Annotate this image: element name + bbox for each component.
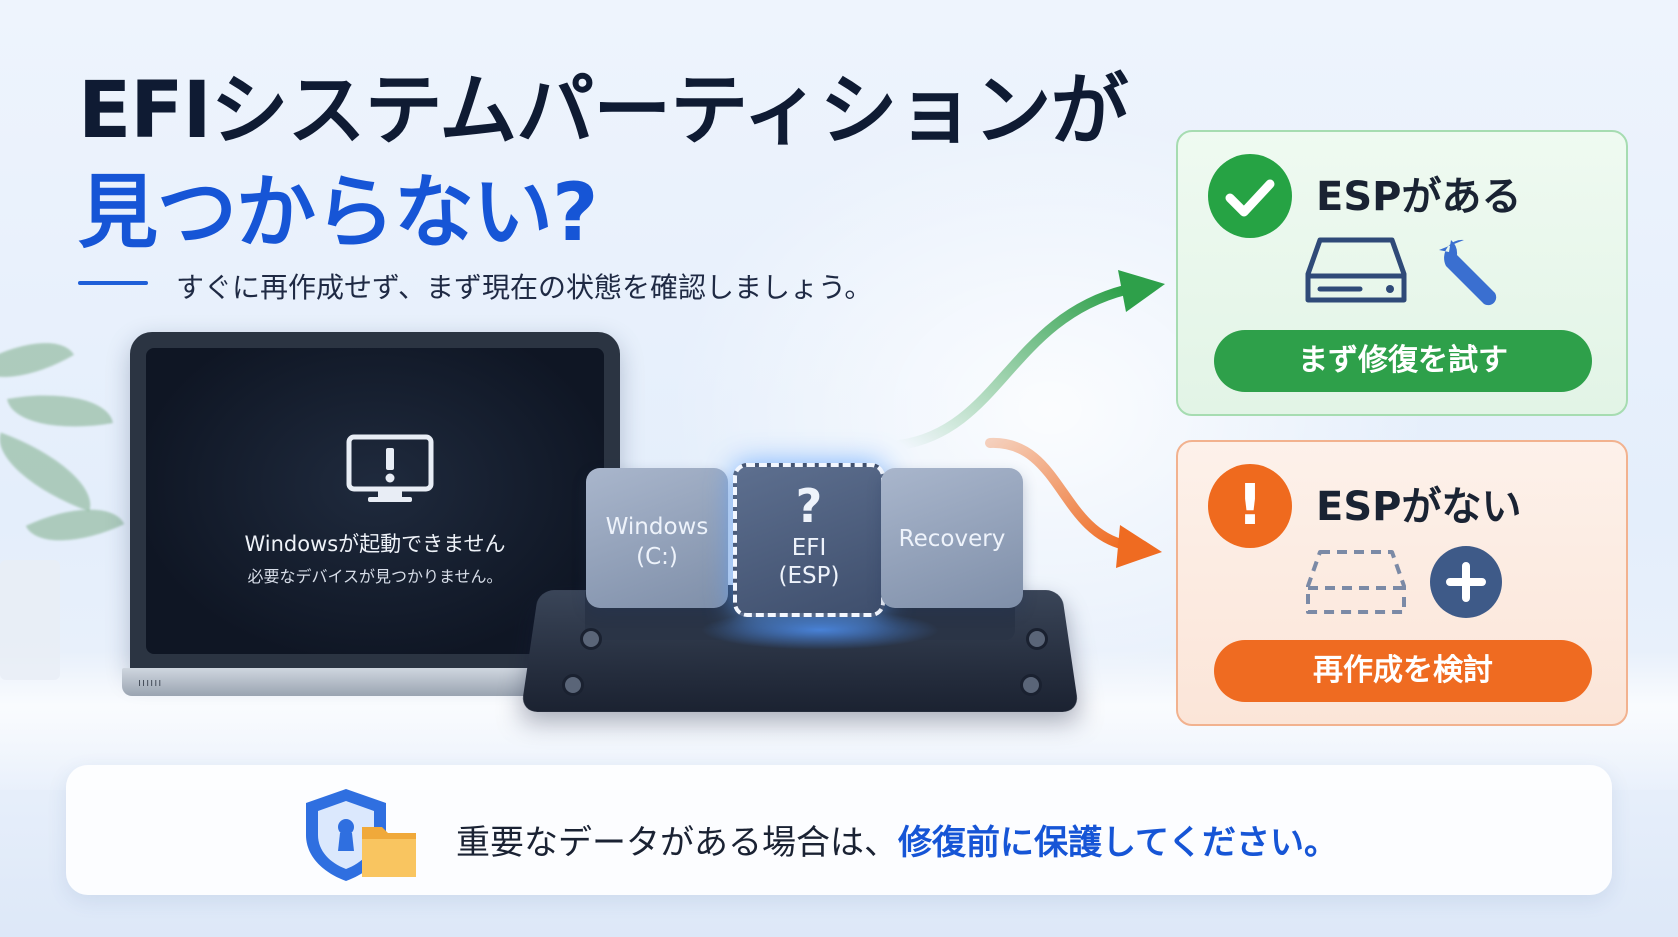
partition-windows-label: Windows <box>605 514 709 540</box>
laptop-vents: ıııııı <box>138 676 163 689</box>
consider-recreate-button[interactable]: 再作成を検討 <box>1214 640 1592 702</box>
warning-badge: ! <box>1208 464 1292 548</box>
headline-line2: 見つからない? <box>78 166 598 259</box>
card-esp-present: ESPがある まず修復を試す <box>1176 130 1628 416</box>
headline-line1: EFIシステムパーティションが <box>78 66 1129 156</box>
arrow-green-head <box>1118 270 1165 312</box>
arrow-green <box>895 285 1130 450</box>
branch-arrows <box>895 270 1165 568</box>
folder-icon <box>362 827 416 877</box>
banner-text-emphasis: 修復前に保護してください。 <box>898 823 1338 863</box>
arrow-orange-head <box>1116 525 1162 568</box>
partition-recovery-label: Recovery <box>898 526 1006 552</box>
screw <box>1026 628 1048 650</box>
banner-message: 重要なデータがある場合は、修復前に保護してください。 <box>456 815 1338 864</box>
efi-question-mark: ? <box>795 479 823 533</box>
screw <box>562 674 584 696</box>
arrow-orange <box>985 437 1130 550</box>
wrench-icon <box>1439 239 1497 306</box>
subtitle-accent-line <box>78 281 148 285</box>
partition-efi-paren: (ESP) <box>778 563 840 589</box>
check-badge <box>1208 154 1292 238</box>
dashed-drive-icon <box>1306 550 1406 614</box>
partition-efi-label: EFI <box>791 535 827 561</box>
partition-windows: Windows (C:) <box>586 468 728 608</box>
subtitle: すぐに再作成せず、まず現在の状態を確認しましょう。 <box>176 271 873 304</box>
try-repair-button[interactable]: まず修復を試す <box>1214 330 1592 392</box>
card-esp-absent: ! ESPがない 再作成を検討 <box>1176 440 1628 726</box>
error-title: Windowsが起動できません <box>244 532 506 556</box>
partition-efi: ? EFI (ESP) <box>733 463 885 617</box>
error-detail: 必要なデバイスが見つかりません。 <box>247 567 503 586</box>
card-esp-absent-title: ESPがない <box>1316 484 1522 530</box>
check-icon <box>1225 179 1275 217</box>
partition-recovery: Recovery <box>881 468 1023 608</box>
partition-windows-drive: (C:) <box>636 544 678 570</box>
drive-icon <box>1305 237 1407 303</box>
shield-folder-icon <box>306 789 416 881</box>
card-esp-present-title: ESPがある <box>1316 174 1522 220</box>
screw <box>1020 674 1042 696</box>
screw <box>580 628 602 650</box>
plus-icon <box>1430 546 1502 618</box>
banner-text-plain: 重要なデータがある場合は、 <box>456 823 898 863</box>
monitor-alert-icon <box>346 434 434 502</box>
